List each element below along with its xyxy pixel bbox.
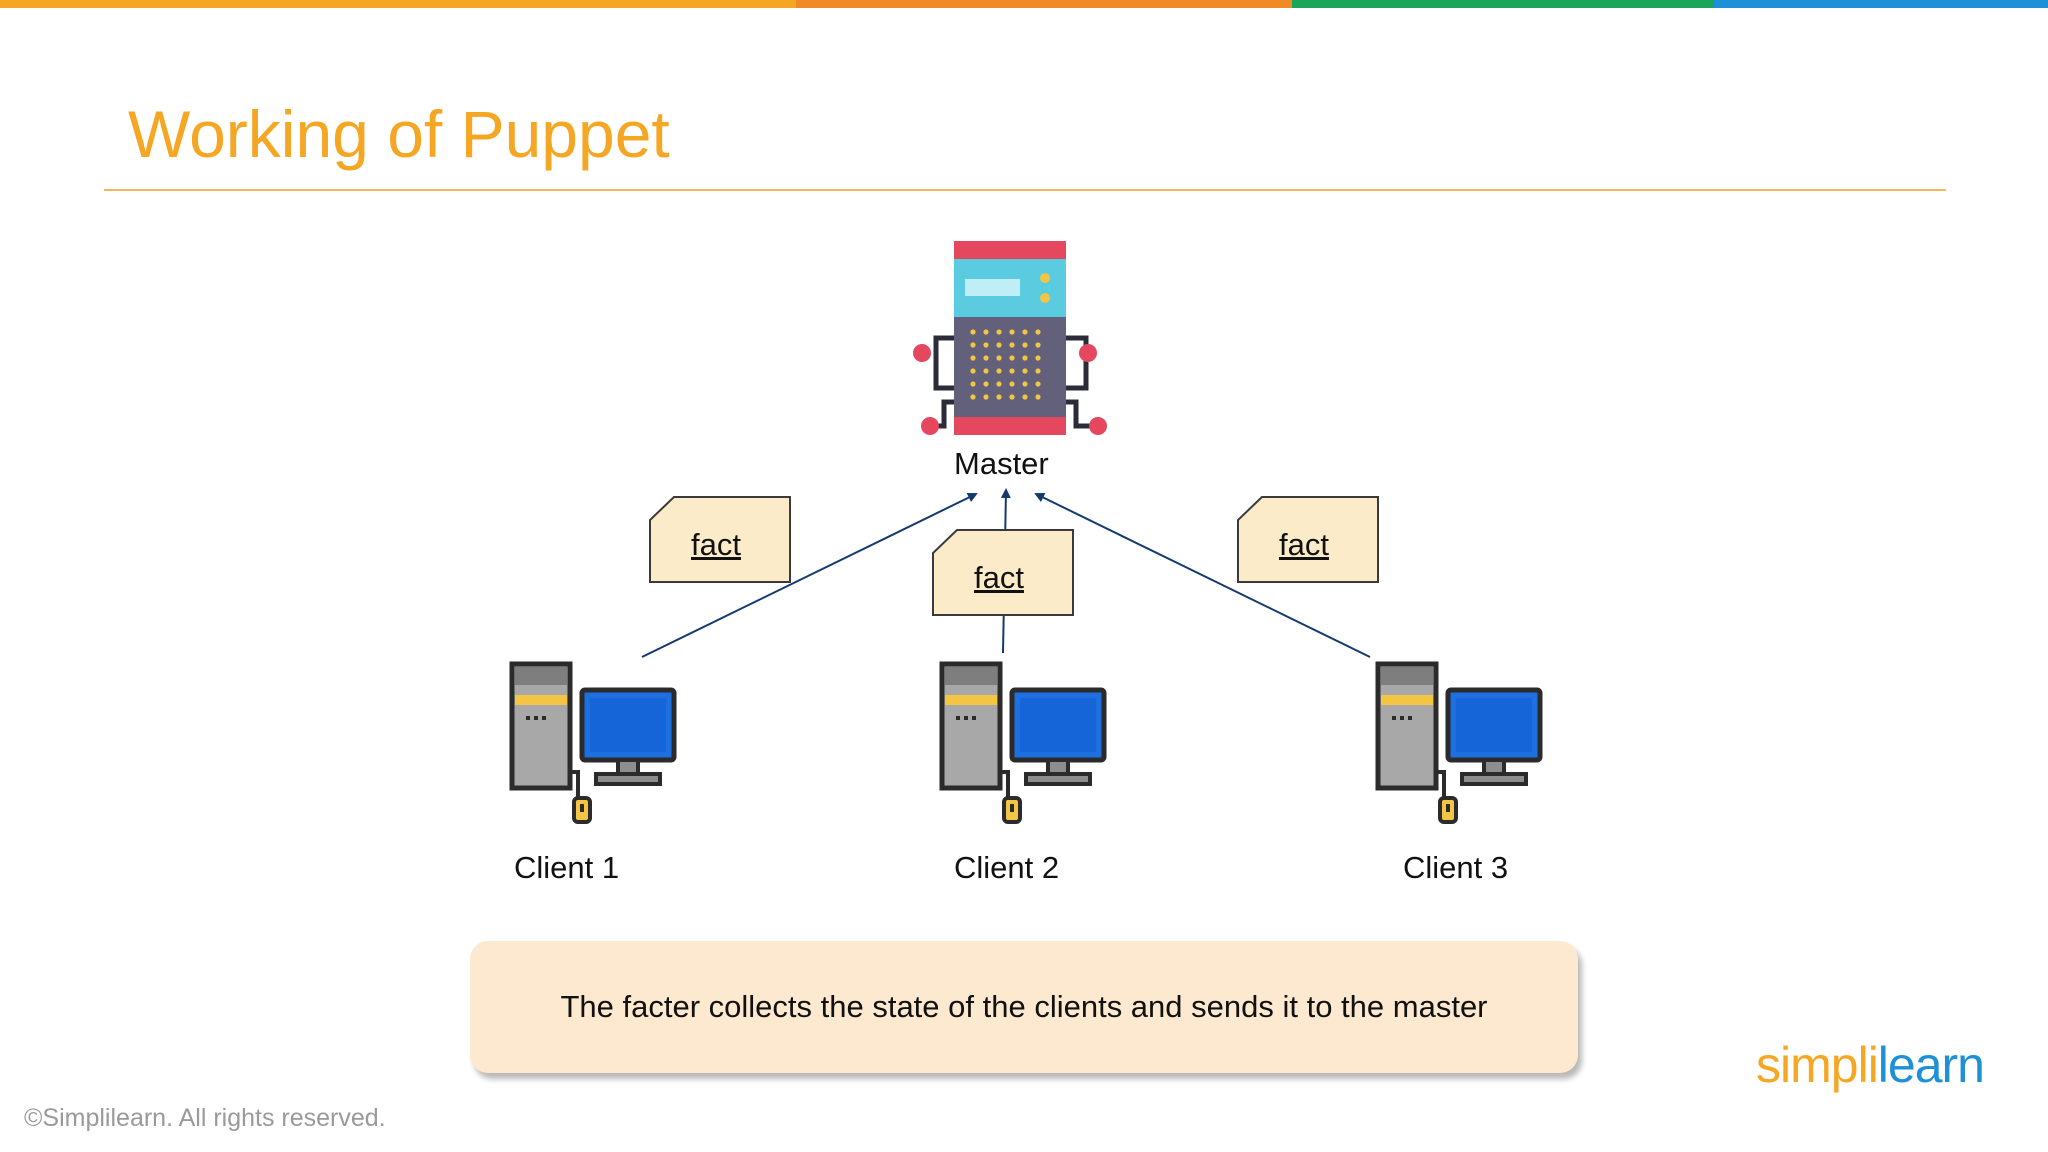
copyright-notice: ©Simplilearn. All rights reserved. (24, 1104, 386, 1132)
computer-icon (1375, 661, 1543, 824)
caption-box: The facter collects the state of the cli… (470, 941, 1578, 1073)
logo-part-i: i (1867, 1037, 1879, 1093)
title-divider (104, 189, 1946, 191)
fact-note-2 (932, 529, 1074, 616)
fact-note-3 (1237, 496, 1379, 583)
simplilearn-logo: simplilearn (1756, 1036, 1985, 1094)
client-label: Client 1 (514, 850, 620, 885)
caption-text: The facter collects the state of the cli… (560, 989, 1488, 1024)
logo-part-simpl: simpl (1756, 1037, 1869, 1093)
arrow-client3-master (1034, 493, 1371, 658)
top-bar-green (1292, 0, 1714, 8)
client-label: Client 2 (954, 850, 1060, 885)
top-bar-yellow (0, 0, 796, 8)
client-label: Client 3 (1403, 850, 1509, 885)
computer-icon (939, 661, 1107, 824)
computer-icon (509, 661, 677, 824)
arrow-client1-master (641, 493, 978, 658)
fact-label: fact (691, 527, 741, 562)
fact-label: fact (1279, 527, 1329, 562)
top-bar-orange (796, 0, 1292, 8)
fact-note-1 (649, 496, 791, 583)
top-bar-blue (1714, 0, 2048, 8)
server-icon (913, 241, 1107, 435)
master-label: Master (954, 446, 1049, 481)
logo-part-learn: learn (1877, 1037, 1985, 1093)
slide-title: Working of Puppet (128, 97, 670, 171)
fact-label: fact (974, 560, 1024, 595)
